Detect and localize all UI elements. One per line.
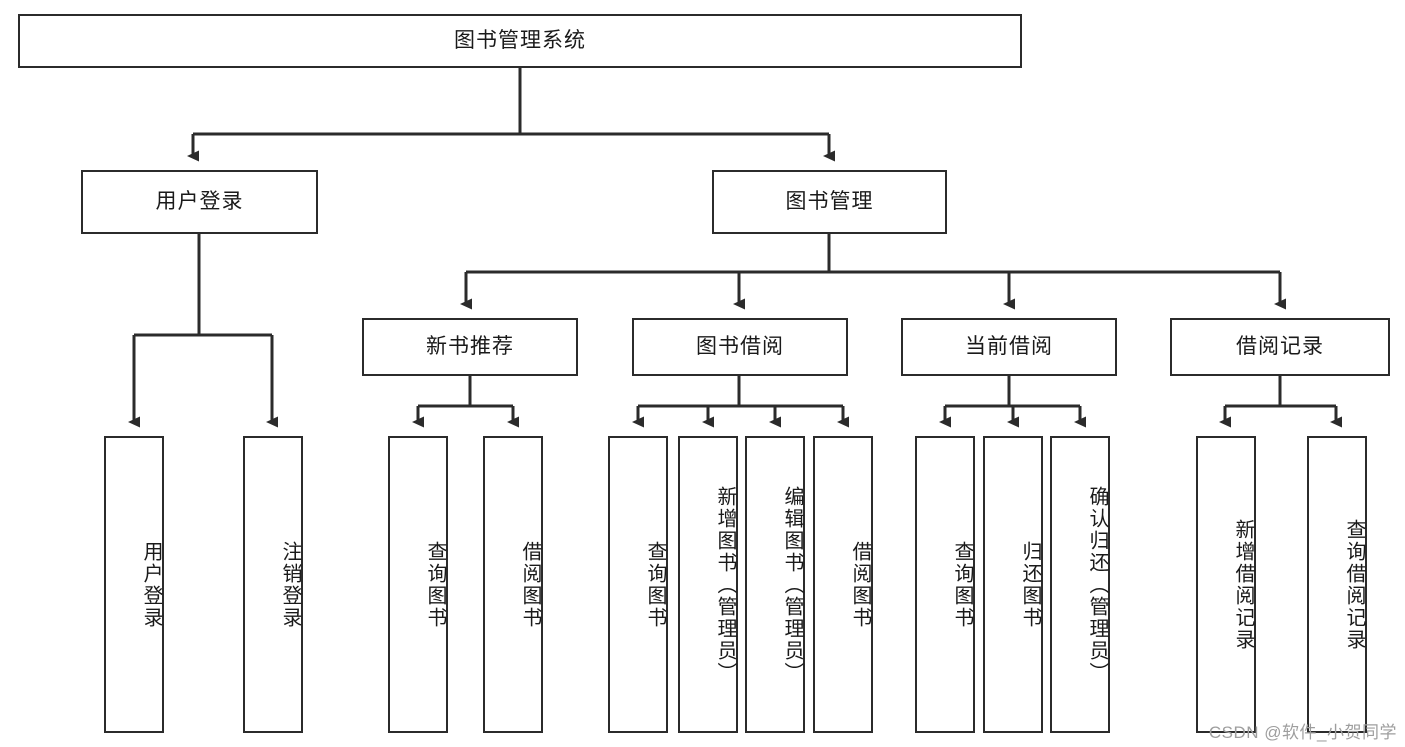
node-label: 新书推荐: [426, 335, 514, 359]
node-book-borrow[interactable]: 图书借阅: [632, 318, 848, 376]
node-label: 归还图书: [1019, 540, 1041, 629]
leaf-user-login-signin[interactable]: 用户登录: [104, 436, 164, 733]
node-label: 图书管理: [785, 190, 874, 214]
node-label: 借阅图书: [849, 540, 871, 629]
leaf-current-return-book[interactable]: 归还图书: [983, 436, 1043, 733]
node-current-borrow[interactable]: 当前借阅: [901, 318, 1117, 376]
node-label: 编辑图书（管理员）: [781, 485, 803, 684]
node-label: 图书借阅: [696, 335, 784, 359]
node-label: 查询借阅记录: [1343, 518, 1365, 651]
leaf-current-query-book[interactable]: 查询图书: [915, 436, 975, 733]
node-label: 当前借阅: [965, 335, 1053, 359]
leaf-borrow-edit-book-admin[interactable]: 编辑图书（管理员）: [745, 436, 805, 733]
node-user-login[interactable]: 用户登录: [81, 170, 318, 234]
node-label: 新增图书（管理员）: [714, 485, 736, 684]
leaf-user-login-signout[interactable]: 注销登录: [243, 436, 303, 733]
node-label: 借阅记录: [1236, 335, 1324, 359]
node-label: 用户登录: [140, 540, 162, 629]
leaf-current-confirm-return-admin[interactable]: 确认归还（管理员）: [1050, 436, 1110, 733]
leaf-borrow-borrow-book[interactable]: 借阅图书: [813, 436, 873, 733]
leaf-borrow-query-book[interactable]: 查询图书: [608, 436, 668, 733]
leaf-records-query-record[interactable]: 查询借阅记录: [1307, 436, 1367, 733]
watermark-text: CSDN @软件_小贺同学: [1208, 723, 1397, 742]
leaf-borrow-add-book-admin[interactable]: 新增图书（管理员）: [678, 436, 738, 733]
node-label: 借阅图书: [519, 540, 541, 629]
node-label: 用户登录: [155, 190, 244, 214]
leaf-recommend-query-book[interactable]: 查询图书: [388, 436, 448, 733]
node-root-system[interactable]: 图书管理系统: [18, 14, 1022, 68]
leaf-recommend-borrow-book[interactable]: 借阅图书: [483, 436, 543, 733]
node-label: 查询图书: [951, 540, 973, 629]
node-borrow-records[interactable]: 借阅记录: [1170, 318, 1390, 376]
node-label: 查询图书: [424, 540, 446, 629]
node-label: 新增借阅记录: [1232, 518, 1254, 651]
node-new-book-recommend[interactable]: 新书推荐: [362, 318, 578, 376]
node-label: 查询图书: [644, 540, 666, 629]
node-label: 确认归还（管理员）: [1086, 485, 1108, 684]
node-label: 注销登录: [279, 540, 301, 629]
node-book-management[interactable]: 图书管理: [712, 170, 947, 234]
node-label: 图书管理系统: [454, 29, 586, 53]
leaf-records-add-record[interactable]: 新增借阅记录: [1196, 436, 1256, 733]
